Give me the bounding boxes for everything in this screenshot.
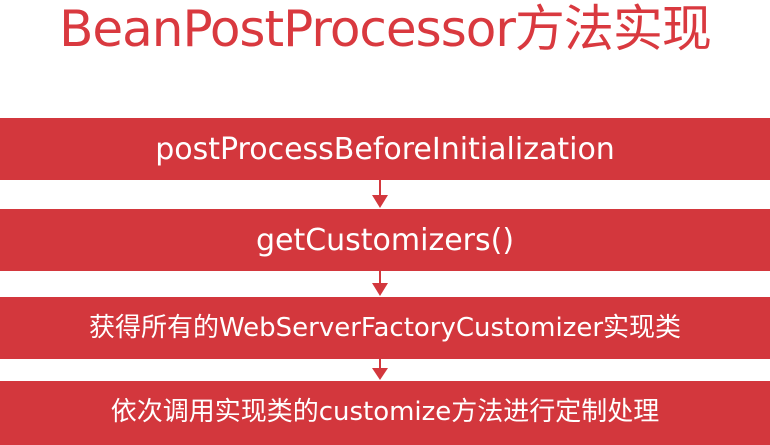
step-label-1: postProcessBeforeInitialization <box>155 132 615 167</box>
step-label-4: 依次调用实现类的customize方法进行定制处理 <box>110 397 660 427</box>
step-label-2: getCustomizers() <box>255 223 515 258</box>
arrow-down-icon <box>0 180 770 209</box>
arrow-down-icon <box>0 359 770 388</box>
step-box-2: getCustomizers() <box>0 209 770 271</box>
arrow-down-icon <box>0 271 770 300</box>
diagram-title: BeanPostProcessor方法实现 <box>59 0 712 58</box>
step-label-3: 获得所有的WebServerFactoryCustomizer实现类 <box>88 313 682 343</box>
step-box-1: postProcessBeforeInitialization <box>0 118 770 180</box>
step-box-3: 获得所有的WebServerFactoryCustomizer实现类 <box>0 297 770 359</box>
step-box-4: 依次调用实现类的customize方法进行定制处理 <box>0 381 770 445</box>
